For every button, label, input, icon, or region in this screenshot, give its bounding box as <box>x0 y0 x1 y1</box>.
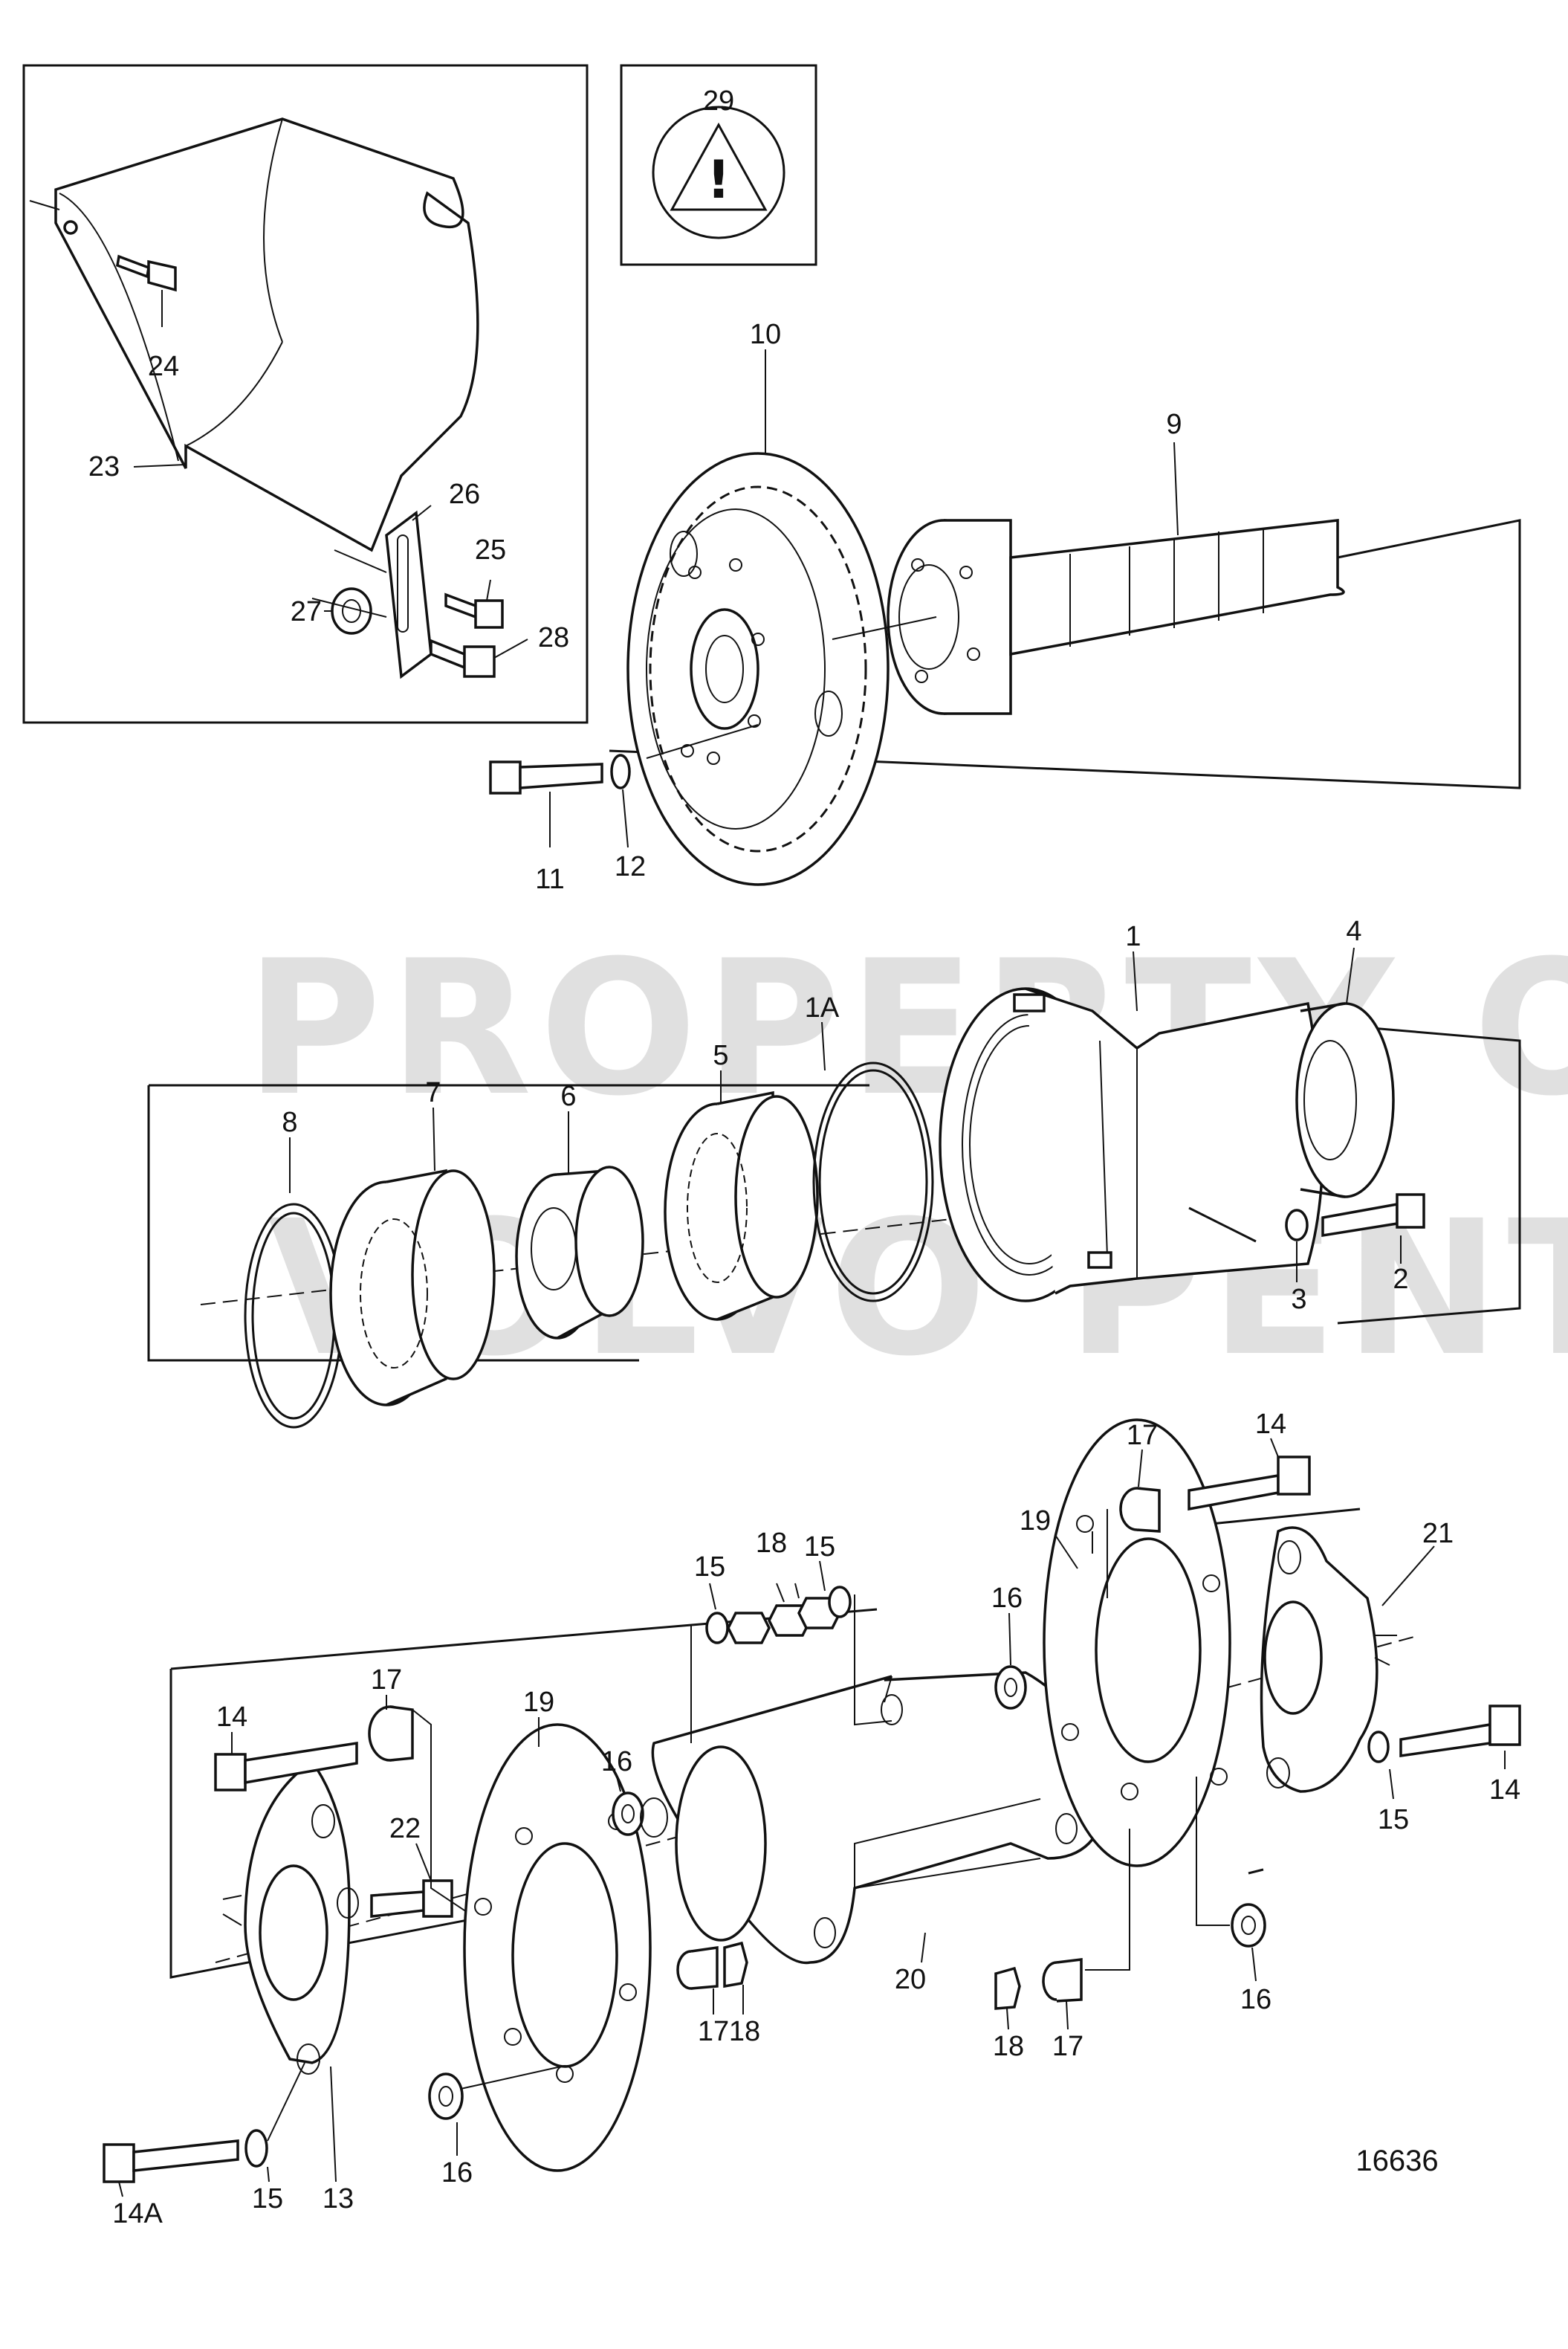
label-14-left: 14 <box>216 1702 247 1733</box>
label-11: 11 <box>535 864 564 895</box>
label-5: 5 <box>713 1040 728 1071</box>
label-14-top: 14 <box>1255 1409 1286 1440</box>
camshaft <box>1009 519 1345 656</box>
label-29: 29 <box>703 85 734 117</box>
label-22: 22 <box>389 1813 421 1844</box>
warning-triangle-icon <box>670 122 768 211</box>
label-13: 13 <box>323 2183 354 2214</box>
label-4: 4 <box>1346 916 1361 947</box>
label-27: 27 <box>291 596 322 627</box>
label-7: 7 <box>425 1077 441 1108</box>
label-16-center: 16 <box>601 1746 632 1777</box>
label-15-left: 15 <box>252 2183 283 2214</box>
warning-symbol: ! <box>707 149 730 210</box>
label-17-center: 17 <box>698 2016 729 2047</box>
label-16-right-low: 16 <box>1240 1984 1271 2015</box>
callout-labels: 29 24 23 26 25 27 28 10 9 11 12 1 4 1A 5… <box>88 85 1520 2229</box>
label-17-left: 17 <box>371 1664 402 1696</box>
label-1a: 1A <box>805 992 840 1024</box>
label-15-top-right: 15 <box>804 1531 835 1563</box>
label-6: 6 <box>560 1081 576 1112</box>
protective-cover <box>54 117 479 552</box>
label-15-right: 15 <box>1378 1804 1409 1835</box>
label-8: 8 <box>282 1107 297 1138</box>
cover-inset-box <box>22 64 589 724</box>
label-21: 21 <box>1422 1518 1454 1549</box>
label-16-right-top: 16 <box>991 1583 1023 1614</box>
mounting-bracket-assembly <box>103 1418 1521 2197</box>
label-28: 28 <box>538 622 569 653</box>
warning-circle <box>652 106 785 239</box>
warning-box: ! <box>620 64 817 266</box>
label-24: 24 <box>148 351 179 382</box>
bearing-housing-assembly <box>147 947 1521 1429</box>
label-18-center: 18 <box>729 2016 760 2047</box>
label-15-top-left: 15 <box>694 1551 725 1583</box>
label-16-left: 16 <box>441 2157 473 2188</box>
bearing-cap <box>1295 1002 1395 1198</box>
label-3: 3 <box>1291 1284 1306 1315</box>
label-25: 25 <box>475 534 506 566</box>
label-17-right: 17 <box>1052 2031 1083 2062</box>
label-9: 9 <box>1166 409 1182 440</box>
label-14-right: 14 <box>1489 1774 1520 1806</box>
label-19-right: 19 <box>1020 1505 1051 1537</box>
o-ring <box>812 1062 934 1302</box>
gear-shaft-assembly <box>489 349 1521 886</box>
label-1: 1 <box>1125 921 1141 952</box>
label-18-right: 18 <box>993 2031 1024 2062</box>
label-23: 23 <box>88 451 120 482</box>
label-26: 26 <box>449 479 480 510</box>
document-number: 16636 <box>1355 2145 1438 2177</box>
label-14a: 14A <box>112 2198 163 2229</box>
label-2: 2 <box>1393 1264 1408 1295</box>
label-19-left: 19 <box>523 1687 554 1718</box>
label-10: 10 <box>750 319 781 350</box>
label-17-top: 17 <box>1127 1420 1158 1451</box>
label-20: 20 <box>895 1964 926 1995</box>
label-18-top: 18 <box>756 1528 787 1559</box>
label-12: 12 <box>615 851 646 882</box>
